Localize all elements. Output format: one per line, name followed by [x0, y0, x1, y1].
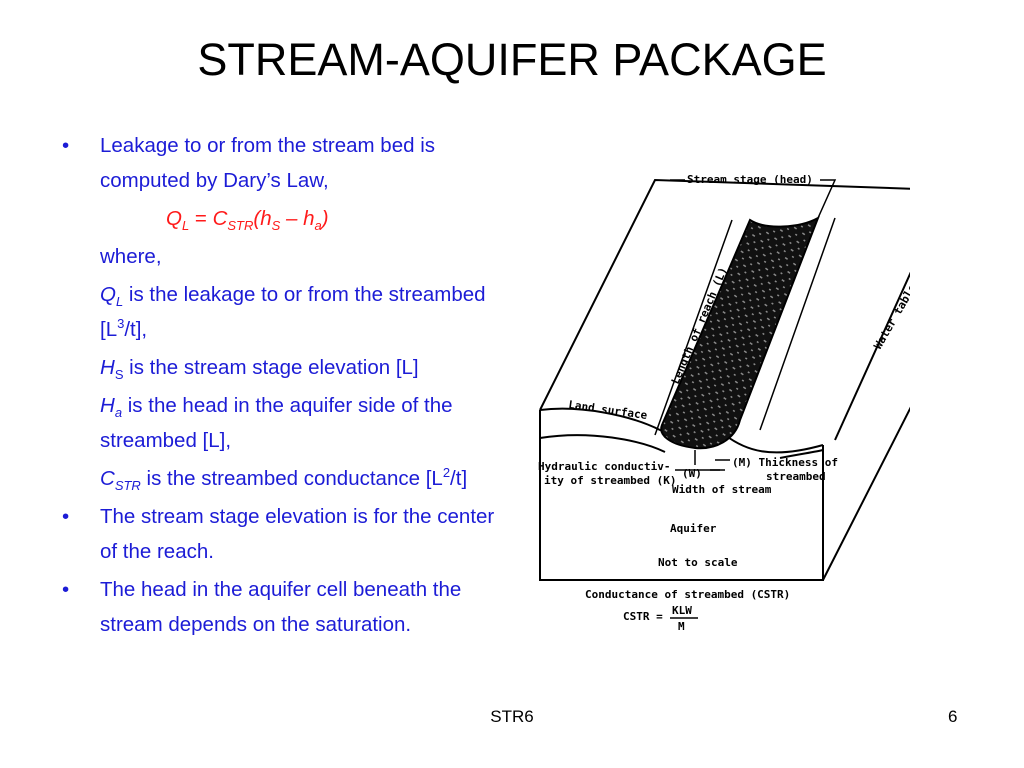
def-cstr-symbol: C	[100, 467, 115, 490]
formula-c-sub: STR	[227, 218, 254, 234]
bullet-dot: •	[62, 134, 70, 157]
def-ha-sub: a	[114, 405, 123, 421]
label-hydraulic-1: Hydraulic conductiv-	[538, 460, 670, 473]
stream-channel	[654, 215, 836, 450]
def-cstr-sup: 2	[442, 465, 451, 481]
def-ha: Ha is the head in the aquifer side of th…	[62, 388, 502, 458]
bullet-head-text: The head in the aquifer cell beneath the…	[100, 578, 462, 636]
def-hs-text: is the stream stage elevation [L]	[123, 356, 419, 379]
formula-h2-sub: a	[314, 218, 322, 234]
stream-aquifer-diagram: Stream stage (head) Length of reach (L) …	[538, 173, 910, 633]
eq-numerator: KLW	[672, 604, 692, 617]
formula-h: h	[260, 207, 272, 230]
def-cstr-sub: STR	[114, 478, 141, 494]
formula-equals: =	[189, 207, 213, 230]
footer-label: STR6	[490, 707, 534, 726]
def-hs-symbol: H	[100, 356, 115, 379]
page-number: 6	[948, 707, 958, 726]
formula-open: (	[253, 207, 261, 230]
def-ql-sup: 3	[117, 316, 125, 332]
formula-h2: h	[303, 207, 315, 230]
eq-lhs: CSTR =	[623, 610, 663, 623]
label-w: (W)	[682, 467, 702, 480]
def-ql-sub: L	[115, 294, 124, 310]
bullet-leakage: • Leakage to or from the stream bed is c…	[62, 128, 502, 198]
def-cstr-text: is the streambed conductance [L	[140, 467, 443, 490]
def-ha-symbol: H	[100, 394, 115, 417]
def-cstr: CSTR is the streambed conductance [L2/t]	[62, 461, 502, 496]
def-ql-text: is the leakage to or from the streambed …	[100, 283, 486, 341]
formula-minus: –	[280, 207, 304, 230]
formula-h-sub: S	[271, 218, 281, 234]
def-ql-text-end: /t],	[124, 318, 148, 341]
label-water-table: Water table	[871, 282, 910, 352]
label-hydraulic-2: ity of streambed (K)	[544, 474, 676, 487]
darcy-formula: QL = CSTR(hS – ha)	[62, 201, 502, 236]
bullet-head: • The head in the aquifer cell beneath t…	[62, 572, 502, 642]
bullet-stage-text: The stream stage elevation is for the ce…	[100, 505, 495, 563]
bullet-dot: •	[62, 505, 70, 528]
bullet-dot: •	[62, 578, 70, 601]
formula-c: C	[212, 207, 228, 230]
formula-q-sub: L	[181, 218, 190, 234]
def-hs-sub: S	[114, 367, 124, 383]
def-cstr-text-end: /t]	[450, 467, 468, 490]
bullet-stage: • The stream stage elevation is for the …	[62, 499, 502, 569]
eq-denominator: M	[678, 620, 685, 633]
def-ha-text: is the head in the aquifer side of the s…	[100, 394, 453, 452]
formula-close: )	[321, 207, 329, 230]
def-hs: HS is the stream stage elevation [L]	[62, 350, 502, 385]
label-width-of-stream: Width of stream	[672, 483, 772, 496]
stage-leader-right	[817, 179, 837, 219]
slide-body: • Leakage to or from the stream bed is c…	[62, 128, 502, 642]
label-aquifer: Aquifer	[670, 522, 717, 535]
label-land-surface: Land surface	[568, 398, 649, 422]
label-thickness-1: (M) Thickness of	[732, 456, 838, 469]
bullet-leakage-text: Leakage to or from the stream bed is com…	[100, 134, 436, 192]
formula-q: Q	[166, 207, 182, 230]
slide-title: STREAM-AQUIFER PACKAGE	[197, 34, 827, 85]
where-label: where,	[100, 245, 162, 268]
label-thickness-2: streambed	[766, 470, 826, 483]
label-stream-stage: Stream stage (head)	[687, 173, 813, 186]
label-conductance: Conductance of streambed (CSTR)	[585, 588, 790, 601]
def-ql: QL is the leakage to or from the streamb…	[62, 277, 502, 347]
label-not-to-scale: Not to scale	[658, 556, 738, 569]
def-ql-symbol: Q	[100, 283, 116, 306]
